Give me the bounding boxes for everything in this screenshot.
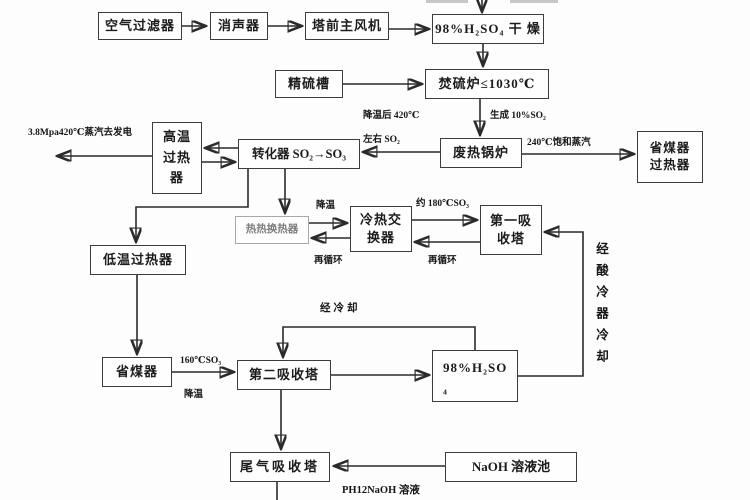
node-cold-hot-exchanger: 冷热交 换器 bbox=[350, 206, 412, 252]
node-air-filter: 空气过滤器 bbox=[98, 12, 182, 40]
node-second-absorber: 第二吸收塔 bbox=[237, 360, 331, 390]
cut-off-text-fragment bbox=[510, 0, 558, 3]
node-drying-tower: 98%H₂SO₄ 干 燥 bbox=[432, 14, 544, 44]
node-economizer-superheater: 省煤器 过热器 bbox=[637, 131, 703, 183]
node-sulfur-furnace: 焚硫炉≤1030℃ bbox=[425, 69, 549, 99]
label-cool-down-1: 降温 bbox=[316, 201, 336, 211]
node-ht-superheater: 高温 过热 器 bbox=[152, 122, 202, 194]
label-steam-to-power: 3.8Mpa420℃蒸汽去发电 bbox=[28, 128, 133, 138]
node-naoh-pool: NaOH 溶液池 bbox=[445, 452, 577, 482]
label-cooled-after-420: 降温后 420℃ bbox=[363, 111, 420, 121]
label-after-cooling: 经冷却 bbox=[320, 303, 361, 314]
node-waste-heat-boiler: 废热锅炉 bbox=[440, 138, 522, 168]
label-recycle-1: 再循环 bbox=[314, 256, 343, 266]
cut-off-text-fragment bbox=[426, 0, 468, 3]
label-about-180-so3: 约 180℃SO₃ bbox=[416, 199, 470, 209]
node-tail-gas-tower: 尾气吸收塔 bbox=[230, 452, 330, 482]
node-first-absorber: 第一吸 收塔 bbox=[480, 205, 542, 255]
node-sulfur-tank: 精硫槽 bbox=[275, 70, 343, 98]
node-economizer: 省煤器 bbox=[102, 357, 172, 387]
node-h2so4-product: 98%H₂SO ₄ bbox=[432, 350, 518, 402]
label-saturated-steam: 240℃饱和蒸汽 bbox=[527, 138, 591, 148]
node-main-fan: 塔前主风机 bbox=[305, 12, 389, 40]
label-acid-cooler-loop: 经酸冷器冷却 bbox=[594, 242, 608, 371]
node-silencer: 消声器 bbox=[210, 12, 268, 40]
label-gen-10pct-so2: 生成 10%SO₂ bbox=[490, 111, 546, 121]
label-cool-down-2: 降温 bbox=[184, 390, 204, 400]
label-recycle-2: 再循环 bbox=[428, 256, 457, 266]
node-converter: 转化器 SO₂→SO₃ bbox=[238, 139, 360, 169]
label-so2-around: 左右 SO₂ bbox=[363, 135, 400, 145]
node-hot-hot-exchanger: 热热换热器 bbox=[235, 216, 309, 244]
label-160c-so3: 160℃SO₃ bbox=[180, 356, 222, 366]
label-ph12-naoh-solution: PH12NaOH 溶液 bbox=[342, 485, 420, 496]
node-lt-superheater: 低温过热器 bbox=[90, 245, 186, 275]
